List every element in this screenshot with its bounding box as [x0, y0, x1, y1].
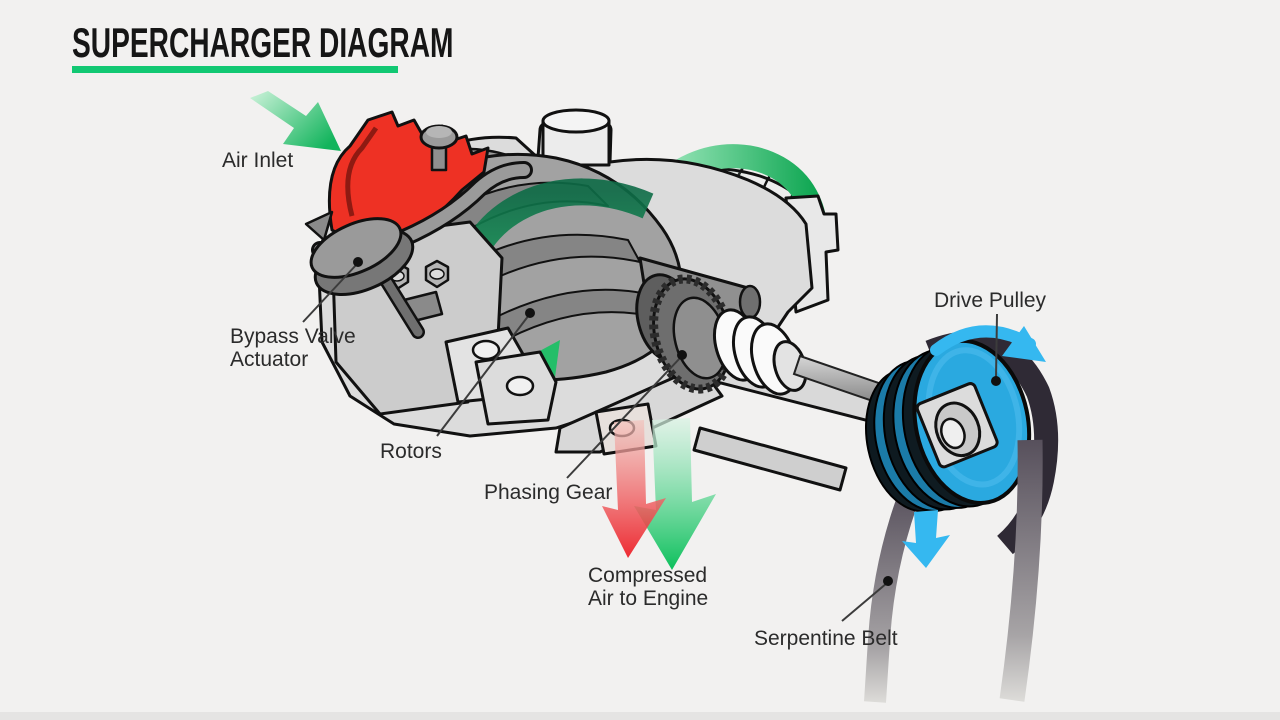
air-inlet-arrow-icon	[250, 91, 341, 151]
page-title: SUPERCHARGER DIAGRAM	[72, 22, 641, 64]
leader-bypass-valve	[302, 263, 358, 323]
label-bypass-valve-line2: Actuator	[230, 348, 309, 371]
bottom-edge-shadow	[0, 712, 1280, 720]
label-rotors: Rotors	[380, 440, 442, 463]
support-step	[692, 426, 848, 492]
actuator-arm-fill	[377, 269, 423, 337]
pulley-rotation-head-icon	[1002, 326, 1046, 362]
mount-hole	[505, 375, 535, 397]
label-serpentine-belt: Serpentine Belt	[754, 627, 898, 650]
label-drive-pulley: Drive Pulley	[934, 289, 1047, 312]
page-title-text: SUPERCHARGER DIAGRAM	[72, 19, 454, 66]
hub-bore	[940, 417, 966, 450]
phasing-gear-assembly	[635, 273, 936, 422]
leader-dots	[353, 257, 1001, 586]
label-phasing-gear: Phasing Gear	[484, 481, 613, 504]
valve-cap-top	[426, 126, 452, 138]
mount-hole	[471, 339, 501, 361]
rotor-cone-cap	[738, 284, 762, 320]
leader-lines	[302, 263, 998, 622]
bypass-valve-actuator	[304, 210, 425, 339]
airflow-down-green-icon	[634, 418, 716, 570]
belt-left-strand	[864, 484, 923, 703]
airflow-down-red-icon	[602, 420, 666, 558]
leader-rotors	[436, 314, 530, 437]
air-inlet-ridge	[345, 126, 379, 217]
label-bypass-valve-line1: Bypass Valve	[230, 325, 356, 348]
throttle-port-opening	[541, 108, 611, 134]
bolt-head	[429, 268, 445, 280]
belt-direction-arrow-icon	[902, 510, 950, 568]
leader-serpentine-belt	[841, 582, 888, 622]
belt-right-strand	[999, 439, 1043, 702]
label-compressed-air-line2: Air to Engine	[588, 587, 709, 610]
label-air-inlet: Air Inlet	[222, 149, 294, 172]
leader-drive-pulley	[995, 313, 998, 379]
label-bypass-valve-actuator: Bypass Valve Actuator	[230, 325, 356, 371]
actuator-dome	[309, 217, 403, 279]
label-compressed-air-line1: Compressed	[588, 564, 708, 587]
compressed-air-arrows	[602, 418, 716, 570]
pulley-rotation-arrows	[902, 325, 1046, 568]
pulley-hub	[915, 382, 999, 469]
leader-phasing-gear	[566, 356, 682, 479]
label-compressed-air: Compressed Air to Engine	[588, 564, 708, 610]
title-underline	[72, 66, 398, 73]
actuator-tab	[304, 210, 334, 242]
